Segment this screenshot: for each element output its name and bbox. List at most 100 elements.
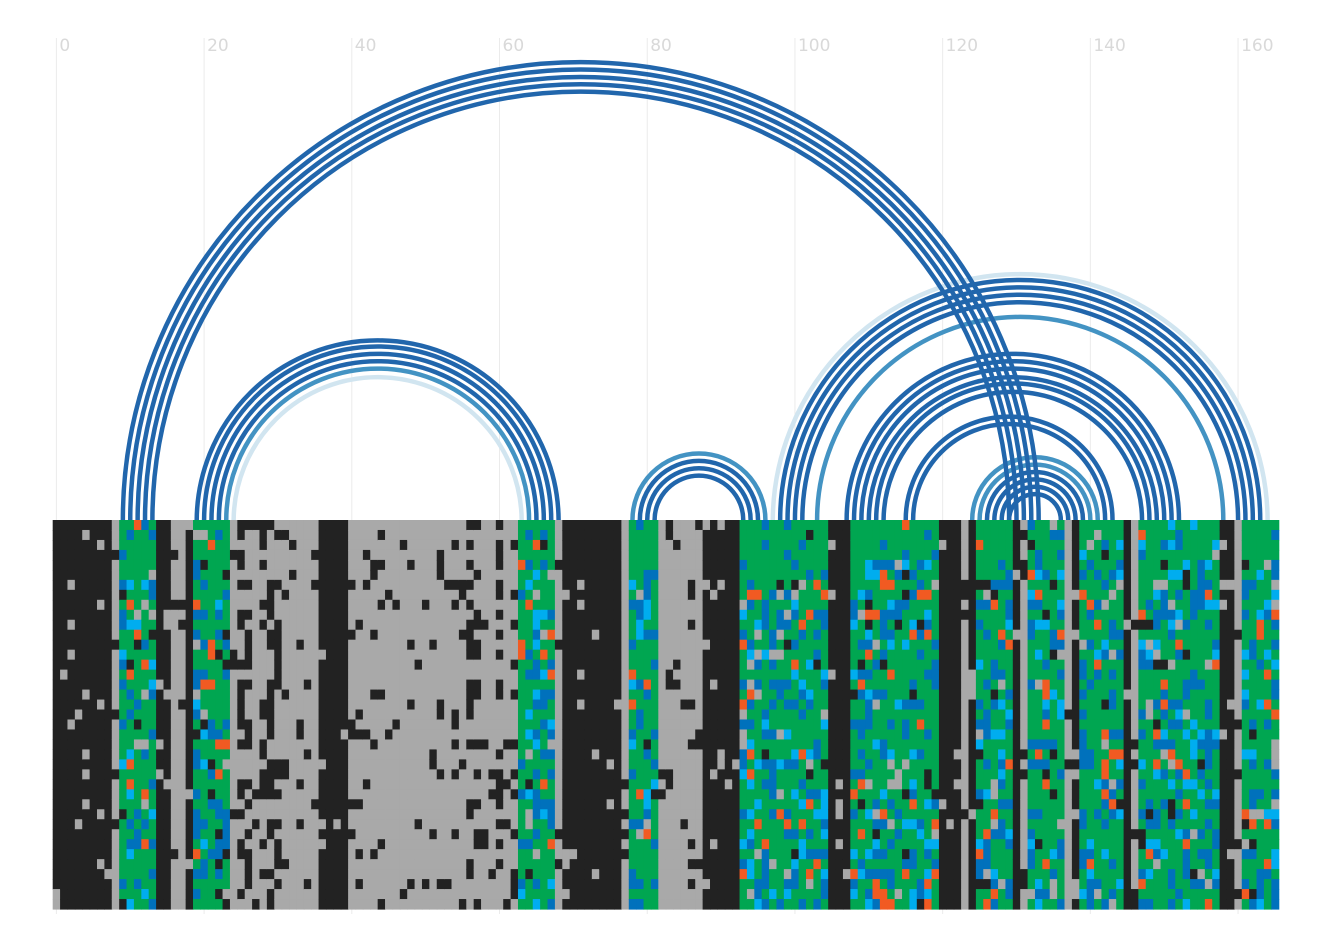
alignment-cell <box>894 729 903 741</box>
alignment-cell <box>569 769 578 780</box>
alignment-cell <box>355 869 364 880</box>
alignment-cell <box>52 719 61 731</box>
alignment-cell <box>517 869 526 880</box>
alignment-cell <box>931 859 940 870</box>
alignment-cell <box>746 749 755 760</box>
alignment-cell <box>865 649 874 661</box>
alignment-cell <box>67 809 76 820</box>
alignment-cell <box>318 739 327 751</box>
alignment-cell <box>104 739 113 751</box>
alignment-cell <box>902 639 911 651</box>
alignment-cell <box>377 549 386 561</box>
alignment-cell <box>887 599 896 611</box>
alignment-cell <box>119 669 128 681</box>
alignment-cell <box>710 739 718 751</box>
alignment-cell <box>754 749 763 760</box>
alignment-cell <box>163 679 172 691</box>
alignment-cell <box>444 609 453 621</box>
alignment-cell <box>274 789 283 800</box>
alignment-cell <box>473 639 482 651</box>
alignment-cell <box>695 699 704 711</box>
alignment-cell <box>606 779 615 790</box>
alignment-cell <box>975 520 984 531</box>
alignment-cell <box>599 529 608 541</box>
alignment-cell <box>289 609 298 621</box>
alignment-cell <box>806 749 815 760</box>
alignment-cell <box>532 739 541 751</box>
alignment-cell <box>783 579 792 591</box>
alignment-cell <box>931 599 940 611</box>
alignment-cell <box>938 769 947 780</box>
alignment-cell <box>266 809 275 820</box>
alignment-cell <box>894 839 903 850</box>
alignment-cell <box>835 749 844 760</box>
alignment-cell <box>311 669 320 681</box>
alignment-cell <box>170 569 179 581</box>
alignment-cell <box>414 849 423 860</box>
alignment-cell <box>643 859 652 870</box>
alignment-cell <box>739 709 748 721</box>
alignment-cell <box>473 829 482 840</box>
alignment-cell <box>961 559 970 571</box>
alignment-cell <box>510 739 519 751</box>
alignment-cell <box>303 699 312 711</box>
alignment-cell <box>510 749 519 760</box>
alignment-cell <box>362 689 371 701</box>
alignment-cell <box>710 799 718 810</box>
alignment-cell <box>170 839 179 850</box>
alignment-cell <box>222 869 231 880</box>
alignment-cell <box>754 889 763 900</box>
alignment-cell <box>791 589 800 601</box>
alignment-cell <box>746 689 755 701</box>
alignment-cell <box>82 649 91 661</box>
alignment-cell <box>281 599 290 611</box>
alignment-cell <box>879 709 888 721</box>
alignment-cell <box>503 629 512 641</box>
alignment-cell <box>451 769 460 780</box>
alignment-cell <box>252 799 261 810</box>
alignment-cell <box>52 749 61 760</box>
alignment-cell <box>680 579 689 591</box>
alignment-cell <box>185 789 194 800</box>
alignment-cell <box>968 839 977 850</box>
alignment-cell <box>126 809 135 820</box>
alignment-cell <box>643 589 652 601</box>
alignment-cell <box>89 520 98 531</box>
alignment-cell <box>724 899 733 910</box>
alignment-cell <box>968 599 977 611</box>
alignment-cell <box>547 879 556 890</box>
alignment-cell <box>60 879 69 890</box>
alignment-cell <box>451 869 460 880</box>
alignment-cell <box>340 759 349 770</box>
alignment-cell <box>200 779 209 790</box>
alignment-cell <box>111 589 120 601</box>
alignment-cell <box>517 829 526 840</box>
alignment-cell <box>252 599 261 611</box>
alignment-cell <box>281 539 290 551</box>
alignment-cell <box>946 879 955 890</box>
alignment-cell <box>769 779 778 790</box>
alignment-cell <box>887 789 896 800</box>
alignment-cell <box>97 719 105 731</box>
alignment-cell <box>266 879 275 890</box>
alignment-cell <box>466 709 475 721</box>
alignment-cell <box>67 719 76 731</box>
alignment-cell <box>385 849 394 860</box>
alignment-cell <box>215 719 224 731</box>
alignment-cell <box>739 719 748 731</box>
alignment-cell <box>525 759 534 770</box>
alignment-cell <box>67 889 76 900</box>
alignment-cell <box>244 579 253 591</box>
alignment-cell <box>60 549 69 561</box>
alignment-cell <box>746 819 755 830</box>
alignment-cell <box>916 739 925 751</box>
alignment-cell <box>414 719 423 731</box>
alignment-cell <box>835 699 844 711</box>
alignment-cell <box>303 549 312 561</box>
alignment-cell <box>525 599 534 611</box>
alignment-cell <box>687 679 696 691</box>
alignment-cell <box>532 749 541 760</box>
alignment-cell <box>938 819 947 830</box>
alignment-cell <box>776 809 785 820</box>
alignment-cell <box>746 659 755 671</box>
